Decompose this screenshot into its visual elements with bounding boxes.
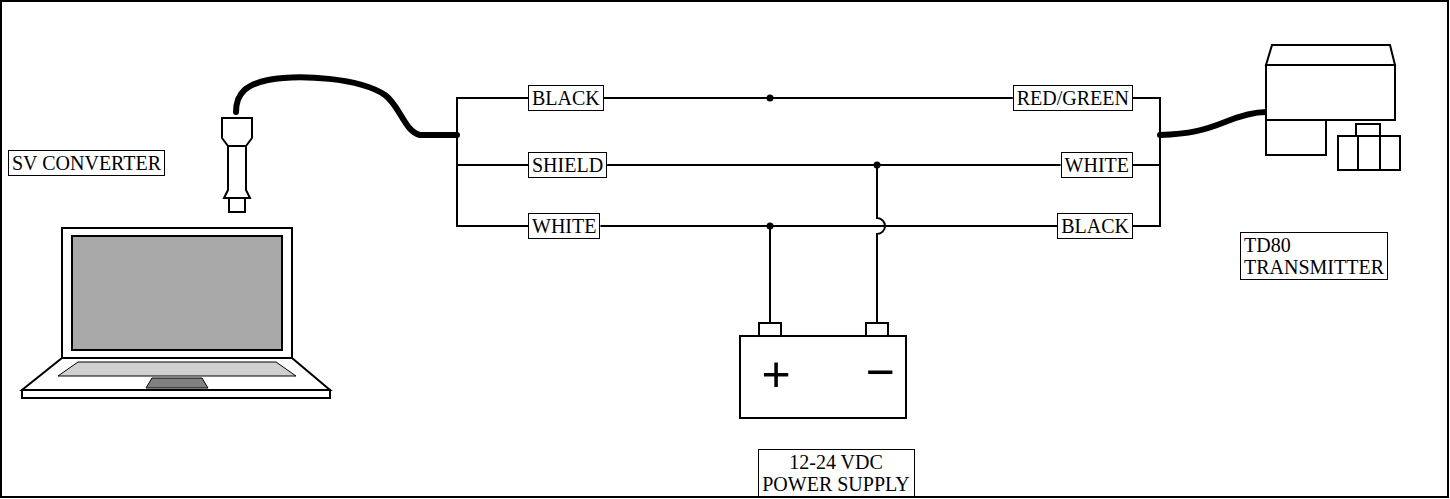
usb-plug (229, 198, 245, 212)
shield-wire-hop (877, 165, 885, 323)
laptop-base (22, 358, 330, 390)
transmitter-lid (1266, 45, 1395, 65)
left-bus (456, 97, 458, 227)
laptop (22, 228, 330, 398)
laptop-keyboard (58, 362, 296, 376)
laptop-screen (72, 236, 282, 350)
label-text: TD80 TRANSMITTER (1244, 234, 1384, 278)
connector-top (1356, 124, 1380, 136)
polarity-sign: − (865, 347, 894, 397)
label-text: BLACK (1061, 215, 1129, 237)
battery-body (740, 336, 906, 418)
negative-terminal (866, 323, 888, 336)
wire-connector (607, 165, 1060, 166)
converter-body (222, 118, 252, 198)
wire-stub (1133, 225, 1160, 227)
connector-line (1357, 136, 1359, 170)
converter-cable (236, 77, 457, 135)
wire-label: BLACK (528, 85, 604, 111)
polarity-sign: + (761, 349, 790, 399)
junction-dots (767, 95, 881, 230)
td80-transmitter (1266, 45, 1400, 170)
wire-label: RED/GREEN (1013, 85, 1133, 111)
sv-converter (222, 118, 252, 212)
power-supply-label: 12-24 VDC POWER SUPPLY (758, 449, 915, 497)
positive-terminal (759, 323, 781, 336)
wire-bus (457, 97, 1160, 323)
wire-stub (457, 225, 528, 227)
wire-label: BLACK (1057, 213, 1133, 239)
label-text: WHITE (1065, 154, 1129, 176)
wire-stub (457, 164, 528, 166)
label-text: RED/GREEN (1017, 87, 1129, 109)
right-bus (1159, 97, 1161, 227)
connector-line (1379, 136, 1381, 170)
positive-wire (769, 226, 771, 323)
laptop-touchpad (146, 378, 208, 388)
laptop-lid (62, 228, 292, 358)
label-text: WHITE (532, 215, 596, 237)
wire-line (607, 164, 1060, 166)
wire-stub (457, 97, 528, 99)
wire-line (604, 97, 1013, 99)
wire-label: SHIELD (528, 152, 607, 178)
label-text: SHIELD (532, 154, 603, 176)
transmitter-fitting (1266, 120, 1326, 155)
cables (236, 77, 1266, 135)
wire-label: WHITE (1061, 152, 1133, 178)
converter-line (228, 145, 246, 147)
wire-label: WHITE (528, 213, 600, 239)
wire-line (600, 225, 1057, 227)
label-text: SV CONVERTER (12, 152, 161, 174)
wire-connector (604, 98, 1013, 99)
transmitter-body (1266, 65, 1395, 120)
battery (740, 323, 906, 418)
label-text: 12-24 VDC POWER SUPPLY (762, 451, 911, 495)
transmitter-cable (1160, 112, 1266, 135)
device-label: TD80 TRANSMITTER (1240, 232, 1388, 280)
wire-connector (600, 226, 1057, 227)
connector-body (1338, 136, 1400, 170)
wire-stub (1133, 164, 1160, 166)
label-text: BLACK (532, 87, 600, 109)
device-label: SV CONVERTER (8, 150, 165, 176)
wire-stub (1133, 97, 1160, 99)
laptop-edge (22, 390, 330, 398)
